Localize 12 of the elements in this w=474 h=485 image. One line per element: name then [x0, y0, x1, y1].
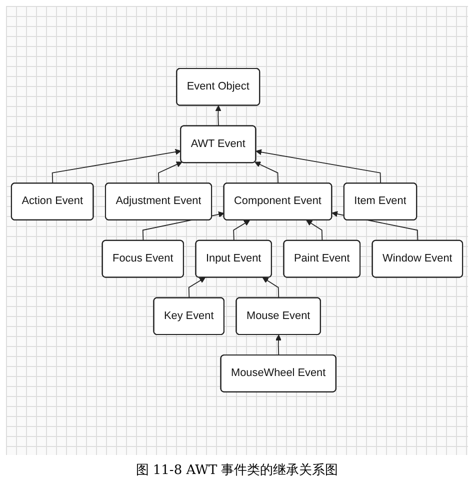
arrow — [254, 162, 279, 184]
arrow — [52, 149, 182, 184]
arrow — [188, 278, 206, 299]
arrow — [256, 149, 382, 184]
caption: 图 11-8 AWT 事件类的继承关系图 — [136, 462, 338, 479]
arrow — [233, 220, 250, 242]
arrow — [158, 162, 182, 184]
arrow — [262, 278, 280, 299]
arrow — [142, 212, 224, 242]
arrow — [276, 334, 282, 356]
arrow — [215, 106, 222, 127]
arrow — [306, 220, 323, 242]
